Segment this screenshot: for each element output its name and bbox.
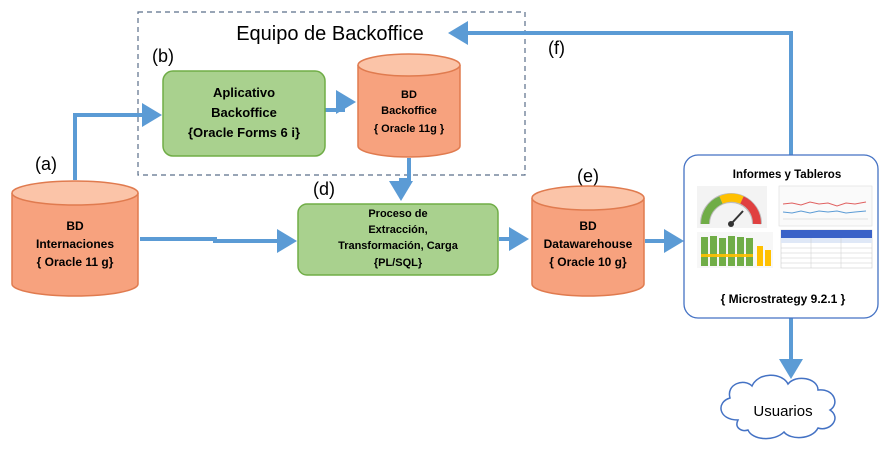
table-thumbnail <box>780 229 873 269</box>
bar-chart-thumbnail <box>697 232 773 268</box>
usuarios-cloud: Usuarios <box>720 374 836 440</box>
label-f: (f) <box>548 38 565 58</box>
connectors <box>73 21 803 379</box>
arrow-informes-to-backoffice <box>448 21 793 155</box>
arrow-internaciones-to-aplicativo <box>73 103 162 180</box>
aplicativo-line2: Backoffice <box>211 105 277 120</box>
group-title: Equipo de Backoffice <box>236 23 424 45</box>
bd-dw-line2: Datawarehouse <box>544 237 633 251</box>
bd-backoffice-line1: BD <box>401 89 417 101</box>
aplicativo-line1: Aplicativo <box>213 85 275 100</box>
label-b: (b) <box>152 46 174 66</box>
label-d: (d) <box>313 179 335 199</box>
bd-datawarehouse-cylinder: BD Datawarehouse { Oracle 10 g} <box>531 185 645 297</box>
usuarios-label: Usuarios <box>753 403 812 420</box>
bd-internaciones-line3: { Oracle 11 g} <box>37 255 114 269</box>
bd-internaciones-cylinder: BD Internaciones { Oracle 11 g} <box>11 180 139 297</box>
bd-backoffice-line3: { Oracle 11g } <box>374 123 445 135</box>
informes-footer: { Microstrategy 9.2.1 } <box>721 292 846 306</box>
etl-line3: Transformación, Carga <box>338 240 459 252</box>
bd-internaciones-line1: BD <box>66 219 84 233</box>
etl-line1: Proceso de <box>368 208 427 220</box>
arrow-bdbackoffice-to-etl <box>389 158 413 201</box>
label-a: (a) <box>35 154 57 174</box>
line-chart-thumbnail <box>778 185 873 227</box>
aplicativo-backoffice-box: Aplicativo Backoffice {Oracle Forms 6 i} <box>162 70 326 157</box>
bd-backoffice-cylinder: BD Backoffice { Oracle 11g } <box>357 53 461 158</box>
etl-line2: Extracción, <box>368 224 427 236</box>
label-e: (e) <box>577 166 599 186</box>
arrow-internaciones-to-etl <box>140 229 297 253</box>
arrow-aplicativo-to-bdbackoffice <box>325 90 356 114</box>
bd-dw-line3: { Oracle 10 g} <box>549 255 627 269</box>
backoffice-group-box <box>137 11 526 176</box>
gauge-thumbnail <box>697 186 767 228</box>
informes-title: Informes y Tableros <box>733 169 841 181</box>
bd-backoffice-line2: Backoffice <box>381 105 437 117</box>
aplicativo-line3: {Oracle Forms 6 i} <box>188 125 300 140</box>
etl-line4: {PL/SQL} <box>374 257 423 269</box>
informes-panel: Informes y Tableros <box>683 154 879 319</box>
etl-process-box: Proceso de Extracción, Transformación, C… <box>297 203 499 276</box>
bd-internaciones-line2: Internaciones <box>36 237 114 251</box>
bd-dw-line1: BD <box>579 219 597 233</box>
